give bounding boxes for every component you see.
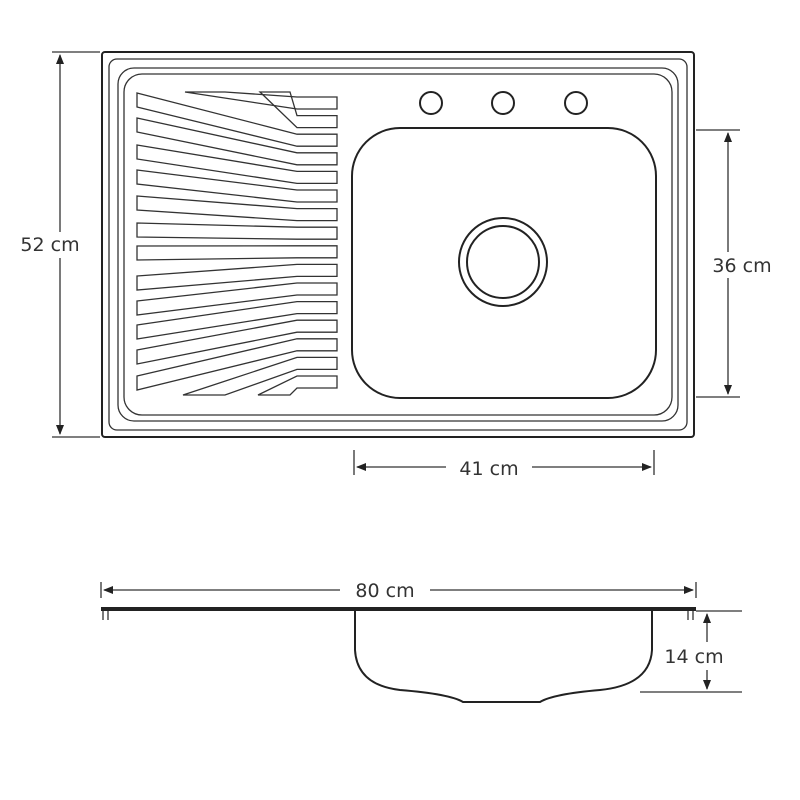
sink-top-view (101, 51, 695, 438)
drainboard-groove (136, 300, 338, 340)
dimension-width: 52 cm (10, 51, 100, 438)
tap-hole-1 (419, 91, 443, 115)
drain-outer (458, 217, 548, 307)
drainboard-groove (136, 245, 338, 261)
drainboard-groove (136, 319, 338, 365)
drainboard-groove (136, 338, 338, 391)
tap-hole-3 (564, 91, 588, 115)
drainboard-groove (136, 169, 338, 203)
drain-inner (466, 225, 540, 299)
side-bowl (354, 610, 653, 703)
dimension-bowl-height: 36 cm (696, 129, 784, 398)
sink-rim-inner (108, 58, 688, 431)
drainboard-groove (136, 263, 338, 291)
drainboard-groove (136, 282, 338, 316)
sink-deck-edge-inner (123, 73, 673, 416)
bowl-width-label: 41 cm (459, 458, 518, 480)
length-label: 80 cm (355, 580, 414, 602)
drainboard-groove (136, 144, 338, 185)
tap-hole-2 (491, 91, 515, 115)
sink-bowl (351, 127, 657, 399)
drainboard-grooves (136, 91, 338, 396)
drainboard-groove (136, 222, 338, 240)
drainboard-groove (257, 375, 338, 396)
drainboard-groove (182, 356, 338, 396)
dimension-bowl-width: 41 cm (353, 450, 655, 481)
drainboard-groove (136, 92, 338, 147)
bowl-height-label: 36 cm (712, 255, 771, 277)
drainboard-groove (184, 91, 338, 110)
drainboard-groove (258, 91, 338, 129)
sink-outer-rim (101, 51, 695, 438)
drainboard-groove (136, 195, 338, 222)
sink-deck-edge (117, 67, 679, 422)
drainboard-groove (136, 117, 338, 166)
sink-side-view: 80 cm 14 cm (100, 576, 742, 703)
depth-label: 14 cm (664, 646, 723, 668)
width-label: 52 cm (20, 234, 79, 256)
